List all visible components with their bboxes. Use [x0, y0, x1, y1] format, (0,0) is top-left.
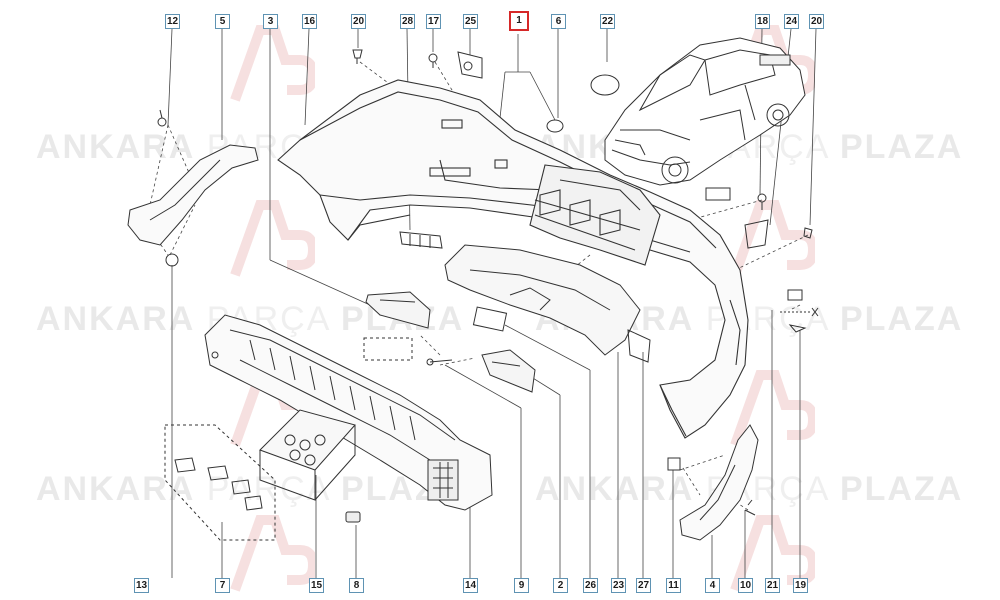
left-side-bracket — [127, 109, 259, 267]
part-2-reflector — [472, 306, 508, 332]
callout-28[interactable]: 28 — [400, 14, 415, 29]
part-21-screw — [780, 307, 819, 317]
part-19-clip — [787, 289, 807, 333]
watermark-logo — [230, 200, 315, 277]
part-23-bracket — [627, 329, 651, 363]
lower-diffuser — [444, 244, 641, 356]
callout-23[interactable]: 23 — [611, 578, 626, 593]
callout-13[interactable]: 13 — [134, 578, 149, 593]
watermark-logo — [230, 25, 315, 102]
part-22-cover — [590, 74, 620, 96]
callout-12[interactable]: 12 — [165, 14, 180, 29]
callout-20[interactable]: 20 — [351, 14, 366, 29]
fastener-kit-box — [259, 409, 356, 501]
part-20-clip — [352, 49, 363, 64]
rear-bumper-skin — [277, 79, 749, 439]
part-25-bracket — [457, 51, 483, 79]
leader-lines — [167, 28, 817, 578]
watermark-logo — [230, 515, 315, 592]
callout-16[interactable]: 16 — [302, 14, 317, 29]
watermark-logo — [730, 25, 815, 102]
callout-22[interactable]: 22 — [600, 14, 615, 29]
label-plate — [705, 187, 731, 201]
bumper-reinforcement-beam — [204, 314, 493, 511]
optional-part-outline — [363, 337, 413, 361]
crash-box-right — [481, 349, 536, 393]
part-6-sensor — [546, 119, 564, 133]
callout-9[interactable]: 9 — [514, 578, 529, 593]
watermark-row: ANKARA PARÇA PLAZA — [535, 470, 964, 508]
callout-7[interactable]: 7 — [215, 578, 230, 593]
callout-10[interactable]: 10 — [738, 578, 753, 593]
part-20-right-clip — [803, 227, 813, 239]
callout-1-highlighted[interactable]: 1 — [509, 11, 529, 31]
bolt — [426, 358, 453, 366]
watermark-logo — [730, 200, 815, 277]
callout-26[interactable]: 26 — [583, 578, 598, 593]
clip-set — [164, 424, 276, 541]
part-24-bracket — [744, 219, 769, 249]
right-side-bracket — [667, 424, 759, 541]
part-17-clip — [428, 53, 438, 68]
part-28-grille — [399, 231, 443, 249]
callout-17[interactable]: 17 — [426, 14, 441, 29]
callout-3[interactable]: 3 — [263, 14, 278, 29]
callout-21[interactable]: 21 — [765, 578, 780, 593]
callout-27[interactable]: 27 — [636, 578, 651, 593]
callout-2[interactable]: 2 — [553, 578, 568, 593]
callout-20-right[interactable]: 20 — [809, 14, 824, 29]
callout-25[interactable]: 25 — [463, 14, 478, 29]
callout-6[interactable]: 6 — [551, 14, 566, 29]
callout-11[interactable]: 11 — [666, 578, 681, 593]
crash-box-left — [365, 291, 431, 329]
callout-4[interactable]: 4 — [705, 578, 720, 593]
callout-18[interactable]: 18 — [755, 14, 770, 29]
callout-8[interactable]: 8 — [349, 578, 364, 593]
callout-5[interactable]: 5 — [215, 14, 230, 29]
callout-19[interactable]: 19 — [793, 578, 808, 593]
callout-15[interactable]: 15 — [309, 578, 324, 593]
callout-24[interactable]: 24 — [784, 14, 799, 29]
part-18-screw — [757, 193, 767, 210]
callout-14[interactable]: 14 — [463, 578, 478, 593]
car-thumbnail-icon — [604, 37, 806, 186]
part-8-spacer — [345, 511, 361, 523]
